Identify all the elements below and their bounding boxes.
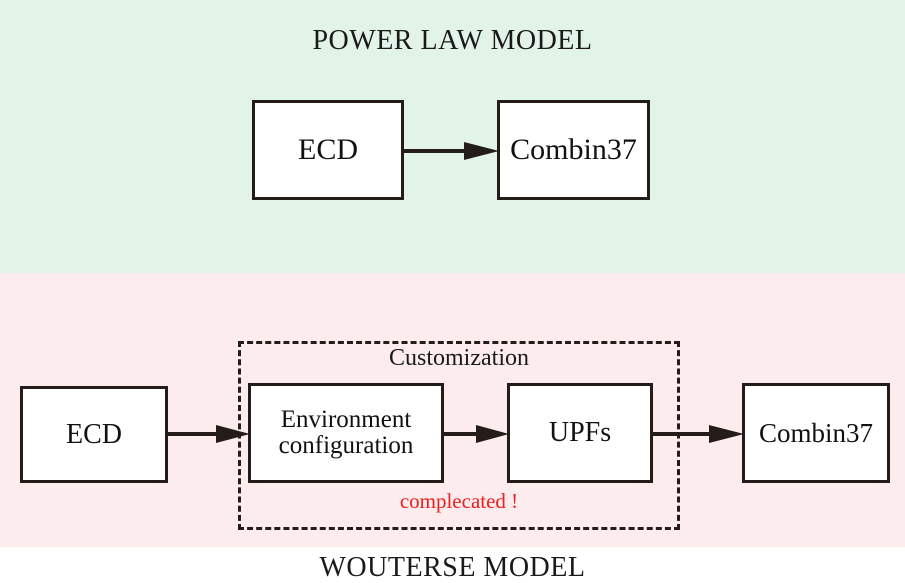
panel-title-power-law: POWER LAW MODEL	[312, 25, 593, 56]
node-ecd-power-law[interactable]: ECD	[252, 100, 404, 200]
group-label-customization: Customization	[389, 345, 529, 371]
panel-title-wouterse: WOUTERSE MODEL	[319, 552, 586, 583]
node-label-configuration: configuration	[278, 432, 414, 459]
panel-power-law-model: POWER LAW MODEL	[0, 0, 905, 273]
arrow-upfs-to-combin37	[653, 423, 744, 445]
node-label-ecd: ECD	[66, 418, 122, 450]
node-upfs[interactable]: UPFs	[507, 383, 653, 483]
arrow-environment-configuration-to-upfs	[444, 423, 509, 445]
arrow-ecd-to-environment-configuration	[168, 423, 250, 445]
node-ecd-wouterse[interactable]: ECD	[20, 386, 168, 483]
annotation-complicated: complecated !	[399, 489, 519, 513]
arrow-ecd-to-combin37-power-law	[404, 140, 499, 162]
node-combin37-power-law[interactable]: Combin37	[497, 100, 650, 200]
node-label-combin37: Combin37	[510, 133, 637, 167]
node-label-upfs: UPFs	[548, 417, 612, 449]
node-label-ecd: ECD	[298, 133, 358, 167]
node-label-environment: Environment	[280, 406, 412, 433]
node-combin37-wouterse[interactable]: Combin37	[742, 383, 890, 483]
node-environment-configuration[interactable]: Environment configuration	[248, 383, 444, 483]
node-label-combin37: Combin37	[758, 417, 873, 448]
